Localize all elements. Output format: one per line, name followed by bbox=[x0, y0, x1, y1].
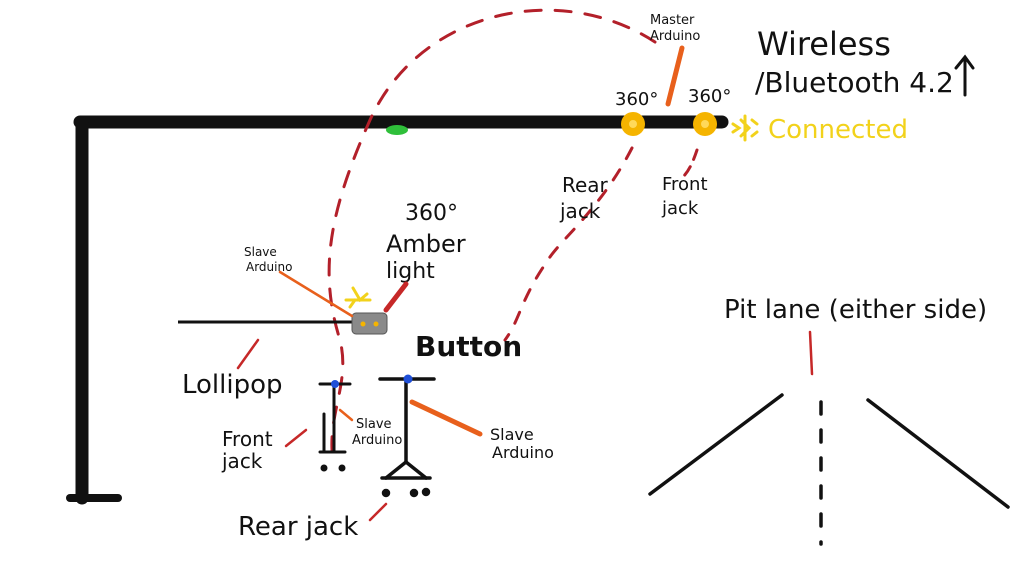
slave-arduino-rear-leader bbox=[409, 399, 483, 437]
rear-jack-bottom-leader bbox=[368, 502, 388, 522]
amber-light-line2: light bbox=[386, 259, 435, 284]
slave-arduino-front-line2: Arduino bbox=[352, 433, 402, 448]
amber-360-label: 360° bbox=[405, 201, 458, 226]
slave-arduino-rear-line1: Slave bbox=[490, 425, 534, 444]
gantry-frame bbox=[66, 115, 729, 505]
slave-arduino-front-leader bbox=[338, 408, 354, 422]
lollipop bbox=[178, 312, 388, 335]
pit-lane-markings bbox=[648, 393, 1010, 546]
lollipop-leader bbox=[236, 338, 260, 370]
rear-jack-top-line2: jack bbox=[559, 199, 601, 223]
pit-lane-leader bbox=[808, 330, 814, 376]
connected-label: Connected bbox=[768, 115, 908, 145]
slave-arduino-lollipop-leader bbox=[278, 270, 354, 318]
slave-arduino-lollipop-line2: Arduino bbox=[246, 260, 292, 274]
amber-light-line1: Amber bbox=[386, 230, 466, 258]
pit-lane-label: Pit lane (either side) bbox=[724, 295, 987, 325]
bluetooth-label: /Bluetooth 4.2 bbox=[755, 66, 954, 99]
rear-jack-button[interactable] bbox=[403, 374, 413, 384]
rear-jack-device bbox=[378, 377, 436, 498]
wireless-label: Wireless bbox=[757, 25, 891, 63]
button-label: Button bbox=[415, 330, 522, 363]
lollipop-connected-icon bbox=[344, 286, 372, 309]
front-jack-top-line1: Front bbox=[662, 174, 708, 195]
bluetooth-connected-icon bbox=[731, 114, 759, 142]
rear-jack-top-line1: Rear bbox=[562, 173, 609, 197]
front-jack-device bbox=[318, 382, 352, 472]
front-jack-button[interactable] bbox=[331, 380, 339, 388]
front-jack-bottom-line1: Front bbox=[222, 427, 273, 451]
slave-arduino-rear-line2: Arduino bbox=[492, 443, 554, 462]
front-jack-link bbox=[680, 148, 699, 180]
master-arduino-label-1: Master bbox=[650, 13, 695, 28]
deg-360-right-label: 360° bbox=[688, 86, 731, 107]
front-jack-leader bbox=[284, 428, 308, 448]
lollipop-label: Lollipop bbox=[182, 370, 283, 400]
up-arrow-icon bbox=[954, 54, 975, 97]
green-led bbox=[386, 125, 408, 135]
front-jack-top-line2: jack bbox=[661, 198, 699, 219]
rear-jack-link bbox=[503, 146, 634, 342]
amber-light-leader bbox=[383, 281, 409, 313]
wireless-link-arc bbox=[327, 8, 657, 452]
master-arduino-leader bbox=[665, 45, 685, 107]
master-arduino-label-2: Arduino bbox=[650, 29, 700, 44]
deg-360-left-label: 360° bbox=[615, 89, 658, 110]
front-jack-bottom-line2: jack bbox=[221, 449, 263, 473]
amber-light-front bbox=[693, 112, 717, 136]
amber-light-rear bbox=[621, 112, 645, 136]
rear-jack-bottom-label: Rear jack bbox=[238, 512, 358, 542]
slave-arduino-front-line1: Slave bbox=[356, 417, 392, 432]
slave-arduino-lollipop-line1: Slave bbox=[244, 245, 277, 259]
